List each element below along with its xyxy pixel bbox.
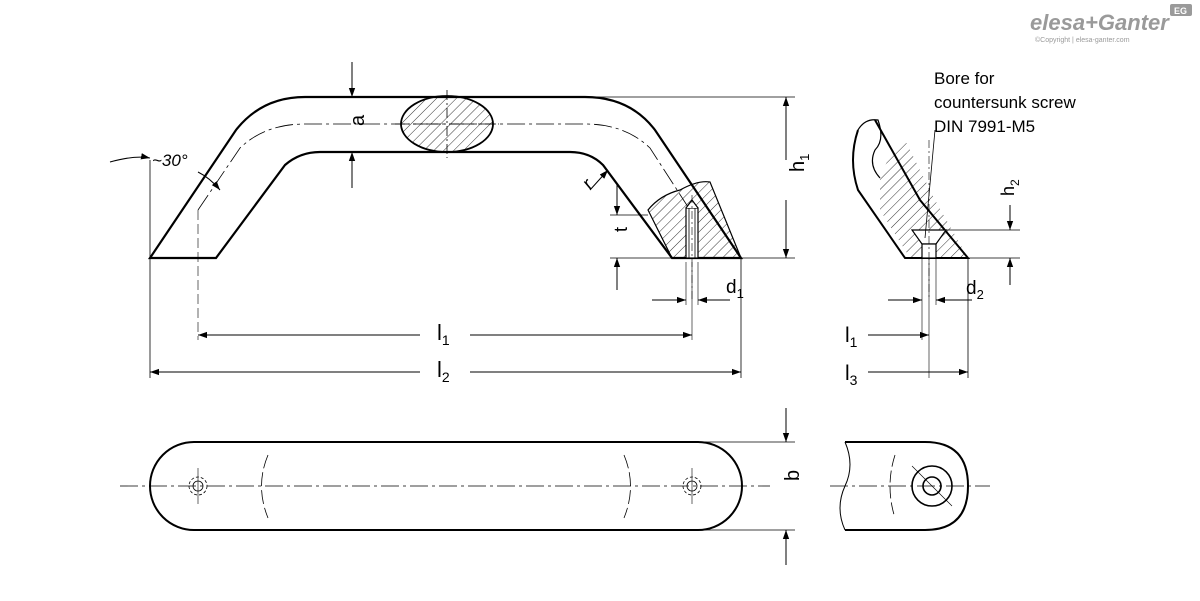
- label-h2: h2: [998, 179, 1022, 196]
- brand-copyright: ©Copyright | elesa-ganter.com: [1035, 36, 1130, 44]
- hole-left: [188, 468, 208, 504]
- label-a: a: [347, 114, 369, 126]
- end-view: [830, 441, 990, 531]
- label-l2: l2: [437, 357, 450, 385]
- front-view: [147, 90, 795, 378]
- note-leader: [924, 129, 936, 239]
- label-l3: l3: [845, 362, 858, 388]
- side-section-view: [852, 119, 1020, 378]
- label-d1: d1: [726, 277, 744, 301]
- label-b: b: [782, 470, 804, 481]
- label-d2: d2: [966, 278, 984, 302]
- label-l1-side: l1: [845, 324, 858, 350]
- brand-badge: EG: [1174, 6, 1187, 16]
- dim-r: [589, 169, 609, 191]
- label-h1: h1: [787, 154, 812, 172]
- brand-badge-icon: [1170, 4, 1192, 16]
- handle-outer-contour: [147, 95, 744, 260]
- label-l1: l1: [437, 320, 450, 348]
- dim-angle: [109, 153, 221, 191]
- brand-name: elesa+Ganter: [1030, 10, 1170, 35]
- brand-logo: elesa+Ganter ©Copyright | elesa-ganter.c…: [1030, 4, 1192, 44]
- top-view: [120, 441, 795, 531]
- bore-note: Bore for countersunk screw DIN 7991-M5: [934, 69, 1080, 136]
- label-t: t: [611, 227, 631, 232]
- label-angle: ~30°: [152, 151, 188, 170]
- dim-a: [345, 62, 360, 188]
- hole-right: [682, 468, 702, 504]
- break-line: [857, 119, 882, 179]
- countersunk-hole-end: [911, 465, 953, 507]
